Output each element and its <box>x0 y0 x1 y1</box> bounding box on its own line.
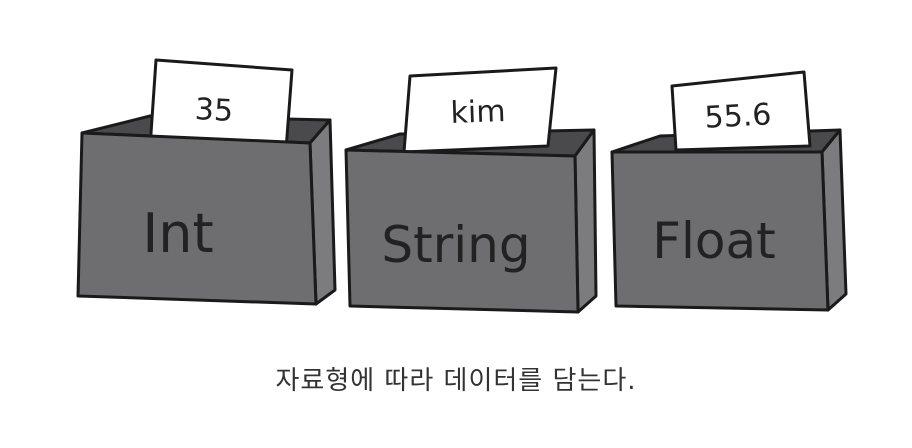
value-string: kim <box>450 94 506 131</box>
type-label-float: Float <box>652 212 776 270</box>
caption: 자료형에 따라 데이터를 담는다. <box>275 366 637 396</box>
type-label-int: Int <box>142 202 213 265</box>
value-card-float: 55.6 <box>670 70 812 152</box>
value-int: 35 <box>194 92 234 129</box>
box-float: 55.6 Float <box>610 70 848 312</box>
box-string: kim String <box>344 66 598 314</box>
type-label-string: String <box>381 216 530 274</box>
value-float: 55.6 <box>704 97 773 135</box>
value-card-string: kim <box>402 66 558 154</box>
box-int: 35 Int <box>76 58 337 306</box>
